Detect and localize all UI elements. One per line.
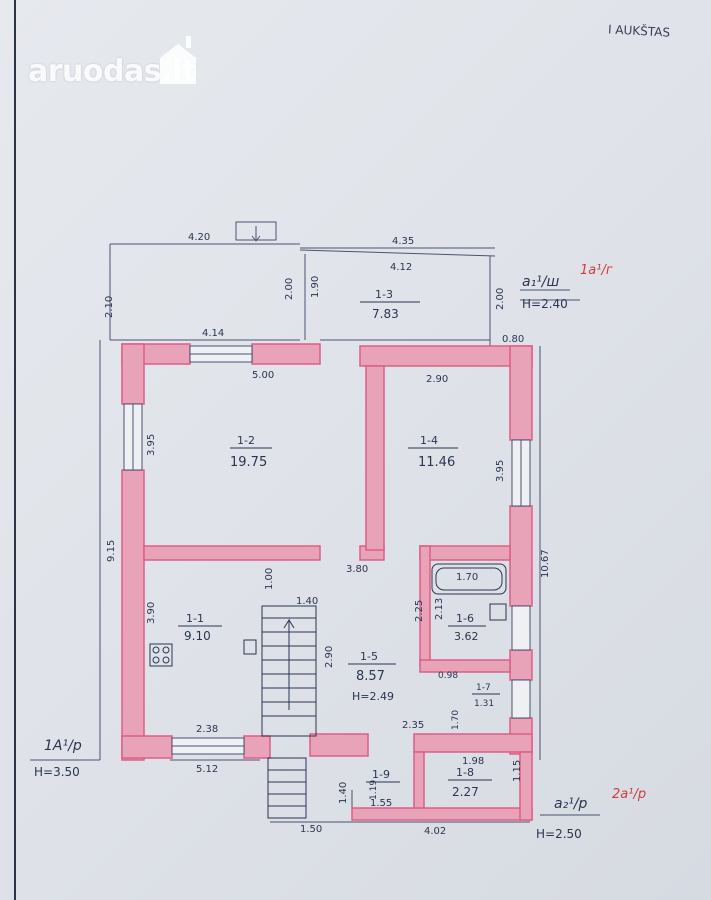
windows (123, 345, 531, 755)
room-id-1-3: 1-3 (375, 288, 393, 301)
room-labels (178, 301, 500, 783)
dim-3-80: 3.80 (346, 564, 368, 575)
room-id-1-1: 1-1 (186, 612, 204, 625)
height-left: H=3.50 (34, 765, 80, 779)
code-bottom-right: a₂¹/p (554, 796, 588, 812)
dim-4-35: 4.35 (392, 236, 414, 247)
room-area-1-2: 19.75 (230, 455, 267, 470)
room-id-1-4: 1-4 (420, 434, 438, 447)
room-area-1-5: 8.57 (356, 669, 385, 684)
dim-3-95-b: 3.95 (495, 460, 506, 482)
top-step (235, 221, 277, 242)
dim-2-10: 2.10 (104, 296, 115, 318)
dim-4-20: 4.20 (188, 232, 210, 243)
dim-2-35: 2.35 (402, 720, 424, 731)
dim-2-38: 2.38 (196, 724, 218, 735)
dim-2-00-a: 2.00 (284, 278, 295, 300)
room-area-1-4: 11.46 (418, 455, 455, 470)
dim-5-12: 5.12 (196, 764, 218, 775)
dim-2-25: 2.25 (414, 600, 425, 622)
dim-9-15: 9.15 (106, 540, 117, 562)
room-area-1-1: 9.10 (184, 629, 211, 643)
dim-4-12: 4.12 (390, 262, 412, 273)
dim-10-67: 10.67 (540, 549, 551, 578)
dim-1-70-b: 1.70 (451, 710, 461, 730)
room-id-1-2: 1-2 (237, 434, 255, 447)
dim-0-98: 0.98 (438, 671, 458, 681)
dim-2-90-b: 2.90 (324, 646, 335, 668)
dim-2-90: 2.90 (426, 374, 448, 385)
watermark-house-icon (160, 36, 196, 84)
dim-1-50: 1.50 (300, 824, 322, 835)
dim-1-40-a: 1.40 (296, 596, 318, 607)
room-area-1-7: 1.31 (474, 699, 494, 709)
room-id-1-9: 1-9 (372, 768, 390, 781)
dim-3-95-a: 3.95 (146, 434, 157, 456)
room-area-1-6: 3.62 (454, 630, 479, 643)
code-bottom-right-red: 2a¹/p (612, 787, 646, 802)
dim-5-00: 5.00 (252, 370, 274, 381)
dim-1-19: 1.19 (369, 780, 379, 800)
annotations: a₁¹/ш 1a¹/г H=2.40 1A¹/p H=3.50 a₂¹/p 2a… (34, 263, 646, 841)
dim-2-00-b: 2.00 (495, 288, 506, 310)
dim-1-98: 1.98 (462, 756, 484, 767)
dim-2-13: 2.13 (434, 598, 445, 620)
room-area-1-9: 1.55 (370, 798, 392, 809)
height-bottom-right: H=2.50 (536, 827, 582, 841)
room-area-1-3: 7.83 (372, 307, 399, 321)
dim-4-14: 4.14 (202, 328, 224, 339)
dim-0-80: 0.80 (502, 334, 524, 345)
dim-1-90: 1.90 (310, 276, 321, 298)
paper-margin-line (14, 0, 16, 900)
dimension-labels: 4.20 4.35 4.12 2.10 2.00 1.90 2.00 0.80 … (104, 232, 551, 837)
room-id-1-7: 1-7 (476, 683, 491, 693)
dim-3-90: 3.90 (146, 602, 157, 624)
walls (121, 343, 533, 821)
dim-4-02: 4.02 (424, 826, 446, 837)
staircase (261, 605, 317, 819)
code-left: 1A¹/p (44, 738, 82, 754)
room-id-1-6: 1-6 (456, 612, 474, 625)
dimension-lines (30, 243, 600, 823)
dim-1-40-b: 1.40 (338, 782, 349, 804)
ceiling-height-1-5: H=2.49 (352, 690, 394, 703)
dim-1-70: 1.70 (456, 572, 478, 583)
code-top-right-red: 1a¹/г (580, 263, 613, 278)
dim-1-15: 1.15 (512, 760, 523, 782)
room-area-1-8: 2.27 (452, 785, 479, 799)
code-top-right: a₁¹/ш (522, 274, 560, 290)
room-id-1-5: 1-5 (360, 650, 378, 663)
height-top-right: H=2.40 (522, 297, 568, 311)
dim-1-00: 1.00 (264, 568, 275, 590)
room-id-1-8: 1-8 (456, 766, 474, 779)
fixtures (149, 563, 507, 667)
